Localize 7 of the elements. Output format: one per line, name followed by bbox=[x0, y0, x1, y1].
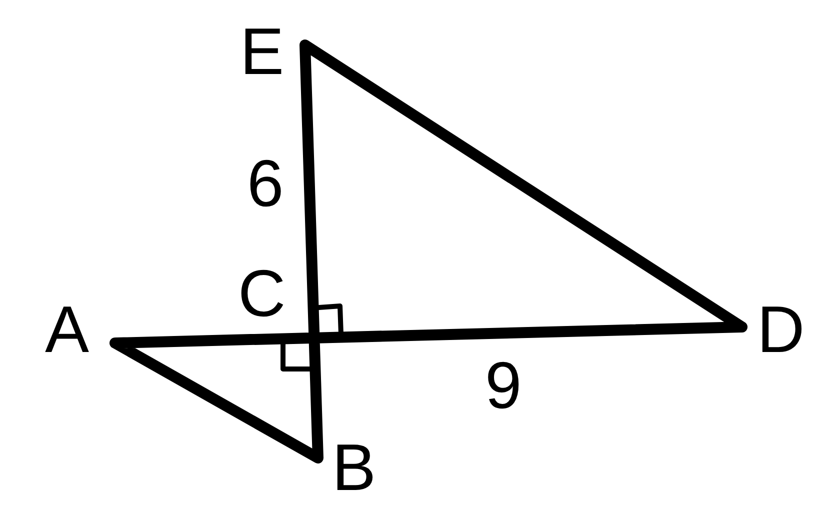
length-label: 9 bbox=[485, 352, 522, 418]
vertex-label: E bbox=[240, 18, 284, 84]
vertex-label: B bbox=[332, 434, 376, 500]
vertex-label: D bbox=[757, 296, 805, 362]
length-label: 6 bbox=[247, 150, 284, 216]
vertex-label: C bbox=[238, 260, 286, 326]
vertex-label: A bbox=[45, 296, 90, 362]
